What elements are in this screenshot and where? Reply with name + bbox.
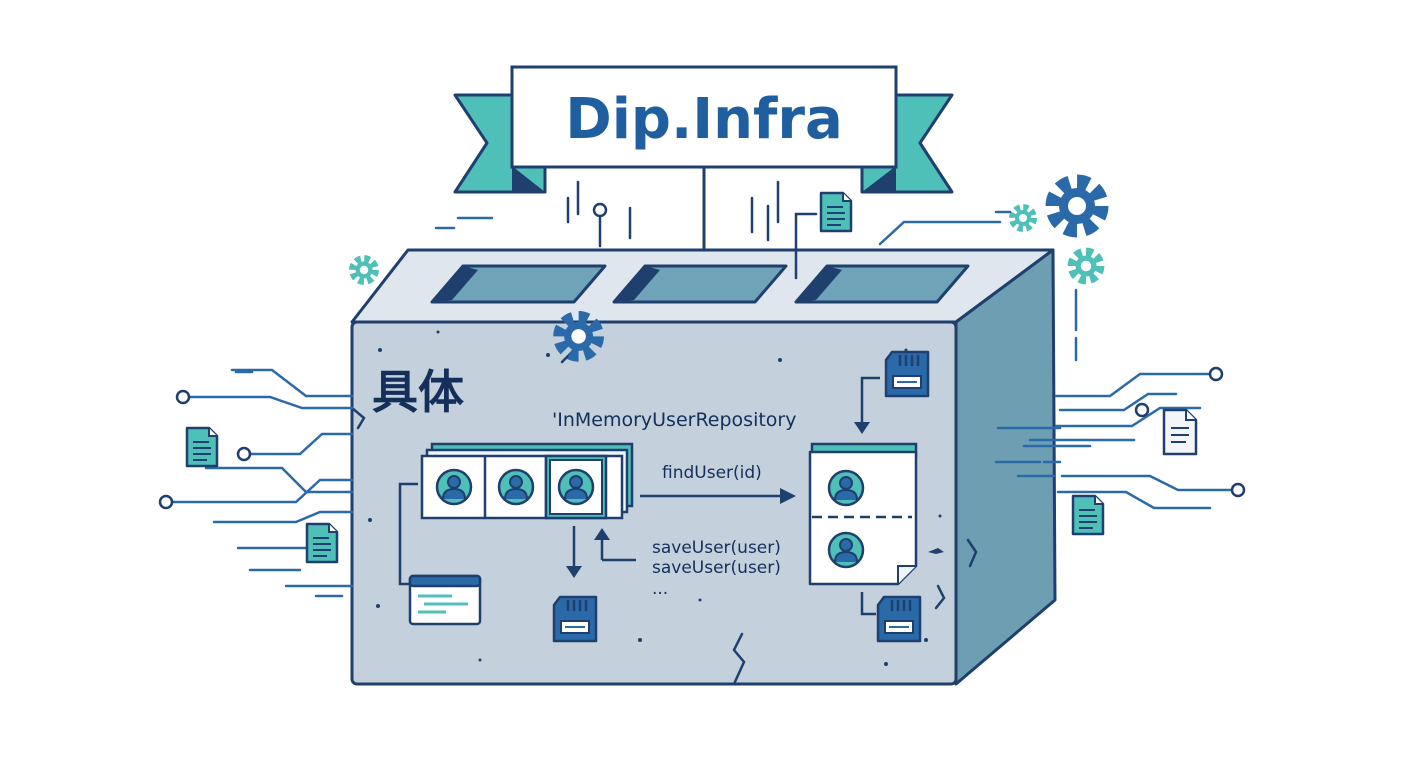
up-arrow — [594, 528, 636, 562]
method-save-user: saveUser(user) — [652, 558, 781, 578]
node-dot — [236, 446, 252, 462]
class-name: 'InMemoryUserRepository — [552, 409, 796, 431]
banner-title: Dip.Infra — [565, 87, 843, 152]
document-icon — [305, 522, 339, 564]
top-slot — [612, 264, 788, 304]
user-avatar-icon — [827, 531, 865, 569]
right-arrow — [640, 488, 796, 504]
document-icon — [819, 191, 853, 233]
node-dot — [1134, 402, 1150, 418]
document-icon — [1162, 408, 1198, 456]
block-label: 具体 — [372, 365, 464, 419]
sd-card-icon — [552, 595, 598, 643]
document-icon — [185, 426, 219, 468]
node-dot — [158, 494, 174, 510]
node-dot — [1230, 482, 1246, 498]
down-arrow — [854, 376, 880, 434]
banner: Dip.Infra — [453, 65, 954, 290]
method-find-user: findUser(id) — [662, 463, 762, 483]
concrete-block: 具体 'InMemoryUserRepository — [350, 248, 1057, 686]
circuit-lines-left — [168, 368, 354, 598]
top-slot — [430, 264, 607, 304]
user-list-strip — [420, 442, 634, 520]
card-to-sd-connector — [860, 592, 876, 616]
block-side-face — [954, 248, 1057, 686]
user-avatar-icon — [435, 468, 473, 506]
sd-card-icon — [884, 350, 930, 398]
user-avatar-icon — [497, 468, 535, 506]
node-dot — [175, 389, 191, 405]
method-save-user: saveUser(user) — [652, 538, 781, 558]
gear-icon — [1013, 208, 1034, 229]
method-ellipsis: ... — [652, 579, 668, 599]
banner-panel — [510, 65, 898, 169]
ribbon-right-fold — [862, 166, 896, 192]
user-avatar-icon — [557, 468, 595, 506]
gear-icon — [353, 259, 375, 281]
user-avatar-icon — [827, 469, 865, 507]
code-window-icon — [408, 574, 482, 626]
circuit-lines-right — [994, 372, 1234, 510]
strip-to-window-connector — [398, 482, 418, 586]
signal-lines-gears — [434, 210, 1078, 362]
down-arrow — [566, 526, 582, 578]
signal-lines-top — [566, 180, 818, 280]
node-dot — [1208, 366, 1224, 382]
node-dot — [592, 202, 608, 218]
gear-icon — [1072, 252, 1099, 279]
block-front-face — [350, 320, 958, 686]
repository-card — [808, 442, 918, 586]
sd-card-icon — [876, 595, 922, 643]
ribbon-left-fold — [512, 166, 545, 192]
gear-icon — [1054, 183, 1101, 230]
top-slot — [794, 264, 970, 304]
document-icon — [1071, 494, 1105, 536]
small-bird-mark — [928, 548, 944, 554]
